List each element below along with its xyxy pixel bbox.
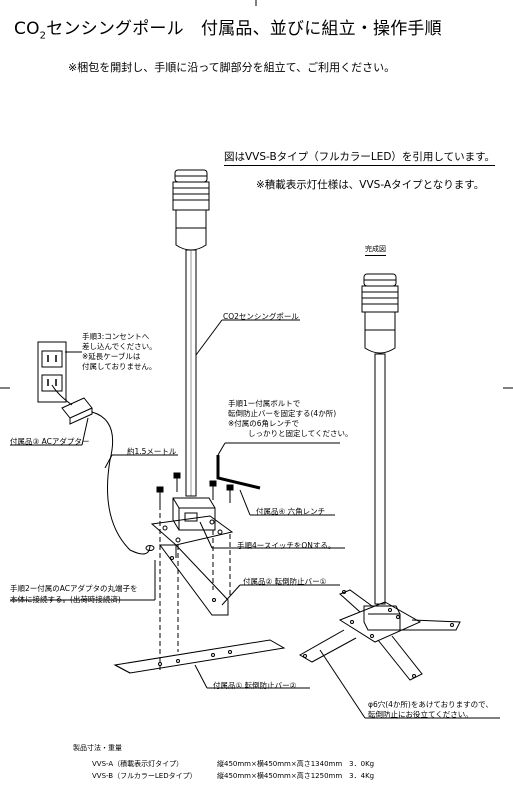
quote-note: 図はVVS-Bタイプ（フルカラーLED）を引用しています。 [224, 149, 496, 166]
cable-length-label: 約1.5メートル [127, 447, 177, 456]
step4-note: 手順4ースイッチをONする。 [237, 541, 336, 550]
ac-adapter [61, 397, 93, 425]
specs-heading: 製品寸法・重量 [73, 744, 122, 752]
bar2-label: 付属品② 転倒防止バー① [243, 577, 327, 586]
spec-row-b-model: VVS-B（フルカラーLEDタイプ） [92, 772, 197, 780]
spec-row-b-dims: 縦450mm×横450mm×高さ1250mm 3．4Kg [217, 772, 375, 780]
pole-label: CO2センシングポール [223, 312, 299, 321]
completed-label: 完成図 [365, 244, 386, 256]
step3-note: 手順3:コンセントへ 差し込んでください。 ※延長ケーブルは 付属しておりません… [82, 332, 157, 371]
pole-light-left [172, 169, 210, 251]
anti-tip-bar-upper [159, 544, 229, 616]
cross-base [298, 589, 461, 681]
pole-light-right [361, 273, 399, 354]
intro-text: ※梱包を開封し、手順に沿って脚部分を組立て、ご利用ください。 [68, 61, 396, 74]
wall-outlet [37, 341, 67, 403]
anti-tip-bar-lower [113, 639, 286, 674]
spec-row-a-dims: 縦450mm×横450mm×高さ1340mm 3．0Kg [217, 760, 375, 768]
bar1-label: 付属品① 転倒防止バー② [213, 681, 297, 690]
step1-note: 手順1ー付属ボルトで 転倒防止バーを固定する(4か所) ※付属の6角レンチで し… [228, 399, 353, 438]
hole-note: φ6穴(4か所)をあけておりますので、 転倒防止にお役立てください。 [368, 700, 493, 719]
adapter-label: 付属品③ ACアダプター [10, 437, 90, 446]
spec-note: ※積載表示灯仕様は、VVS-Aタイプとなります。 [256, 179, 485, 191]
spec-row-a-model: VVS-A（積載表示灯タイプ） [92, 760, 184, 768]
wrench-label: 付属品④ 六角レンチ [256, 507, 326, 516]
page-title: CO2センシングポール 付属品、並びに組立・操作手順 [14, 19, 442, 42]
step2-note: 手順2ー付属のACアダプタの丸端子を 本体に接続する。(出荷時接続済) [10, 584, 138, 604]
